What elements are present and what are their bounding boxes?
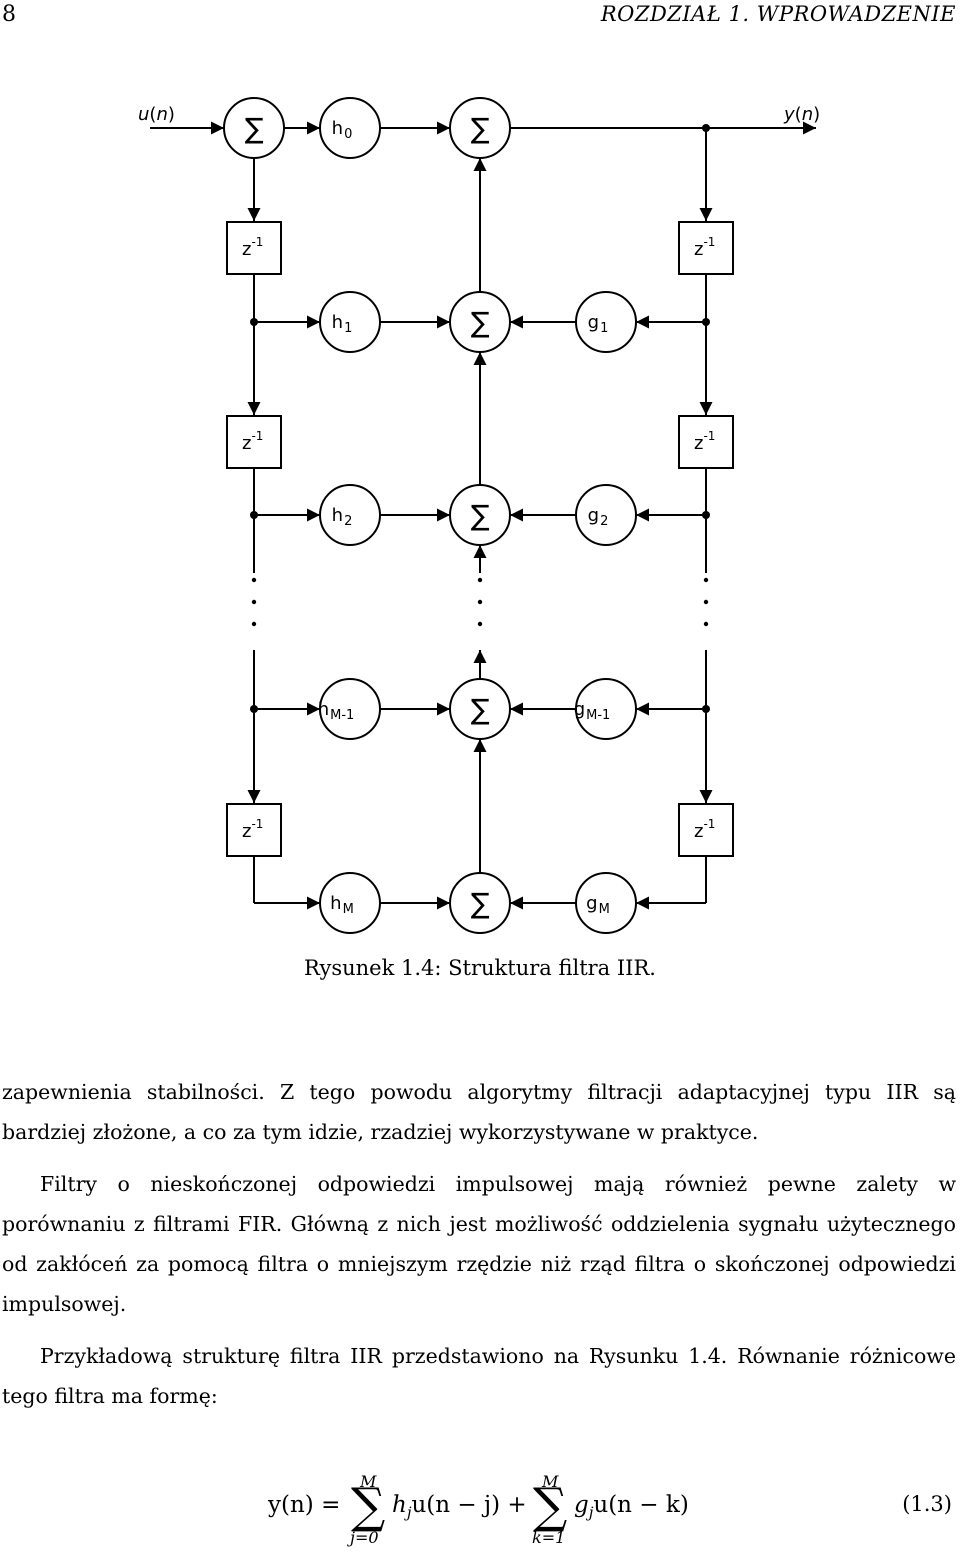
term-rest: u(n − j) + [411,1492,527,1518]
page-header: 8 ROZDZIAŁ 1. WPROWADZENIE [0,0,960,30]
delay-exponent: -1 [703,817,715,831]
forward-coefficient-node [319,484,381,546]
forward-coefficient-subscript: M [343,902,354,917]
feedback-coefficient-node [575,872,637,934]
sum2-symbol: ∑ [533,1478,568,1534]
paragraph-1: zapewnienia stabilności. Z tego powodu a… [2,1080,956,1144]
continuation-dot [477,621,483,627]
summation-symbol: ∑ [471,499,490,532]
coefficient-subscript: j [588,1503,594,1522]
feedback-coefficient-node [575,291,637,353]
paragraph-3: Przykładową strukturę filtra IIR przedst… [2,1344,956,1408]
equation-lhs: y(n) = [268,1492,341,1518]
junction-dot [702,511,710,519]
delay-block [678,221,734,275]
junction-dot [702,318,710,326]
delay-exponent: -1 [703,235,715,249]
paren: ( [149,104,156,125]
page-number: 8 [2,2,16,27]
signal-index: n [802,104,813,125]
delay-block [226,803,282,857]
feedback-coefficient-node [575,484,637,546]
continuation-dot [477,577,483,583]
coefficient-subscript: j [406,1503,412,1522]
signal-name: u [138,104,149,125]
sum1-symbol: ∑ [351,1478,386,1534]
junction-dot [702,705,710,713]
summation-symbol: ∑ [471,306,490,339]
sum1-lower-limit: j=0 [350,1528,379,1547]
junction-dot [250,705,258,713]
forward-coefficient-node [319,872,381,934]
sum1-upper-limit: M [360,1472,377,1491]
forward-coefficient-node [319,97,381,159]
feedback-coefficient-subscript: M [599,902,610,917]
coefficient-symbol: g [574,1492,589,1518]
summation-node [449,484,511,546]
forward-coefficient-subscript: 0 [344,127,352,142]
feedback-coefficient-subscript: M-1 [586,708,610,723]
output-label: y(n) [783,104,820,125]
continuation-dot [477,599,483,605]
feedback-coefficient-subscript: 1 [600,321,608,336]
summation-node [449,678,511,740]
forward-coefficient-node [319,678,381,740]
feedback-coefficient-node [575,678,637,740]
sum2-upper-limit: M [542,1472,559,1491]
paren: ) [813,104,820,125]
junction-dot [702,124,710,132]
term-rest: u(n − k) [593,1492,689,1518]
delay-block [226,221,282,275]
signal-index: n [156,104,167,125]
continuation-dot [251,599,257,605]
signal-name: y [783,104,795,125]
feedback-coefficient-subscript: 2 [600,514,608,529]
continuation-dot [703,577,709,583]
figure-caption: Rysunek 1.4: Struktura filtra IIR. [304,956,656,980]
body-text: zapewnienia stabilności. Z tego powodu a… [2,1072,956,1428]
delay-exponent: -1 [251,429,263,443]
forward-coefficient-subscript: M-1 [330,708,354,723]
paren: ( [795,104,802,125]
summation-node [223,97,285,159]
delay-block [678,803,734,857]
sum2-lower-limit: k=1 [532,1528,566,1547]
delay-block [678,415,734,469]
summation-symbol: ∑ [471,112,490,145]
paren: ) [168,104,175,125]
forward-coefficient-node [319,291,381,353]
equation-number: (1.3) [902,1492,952,1516]
forward-coefficient-subscript: 2 [344,514,352,529]
difference-equation: y(n) = M ∑ j=0 hju(n − j) + M ∑ k=1 gju(… [0,1468,960,1552]
delay-exponent: -1 [703,429,715,443]
delay-exponent: -1 [251,235,263,249]
running-head: ROZDZIAŁ 1. WPROWADZENIE [600,2,956,26]
continuation-dot [703,599,709,605]
delay-block [226,415,282,469]
summation-symbol: ∑ [471,887,490,920]
junction-dot [250,511,258,519]
summation-symbol: ∑ [245,112,264,145]
coefficient-symbol: h [392,1492,407,1518]
forward-coefficient-subscript: 1 [344,321,352,336]
summation-node [449,872,511,934]
summation-node [449,291,511,353]
summation-node [449,97,511,159]
summation-symbol: ∑ [471,693,490,726]
continuation-dot [251,621,257,627]
junction-dot [250,318,258,326]
continuation-dot [703,621,709,627]
equation-term-2: gju(n − k) [574,1492,689,1522]
equation-term-1: hju(n − j) + [392,1492,527,1522]
input-label: u(n) [138,104,175,125]
delay-exponent: -1 [251,817,263,831]
continuation-dot [251,577,257,583]
paragraph-2: Filtry o nieskończonej odpowiedzi impuls… [2,1172,956,1316]
